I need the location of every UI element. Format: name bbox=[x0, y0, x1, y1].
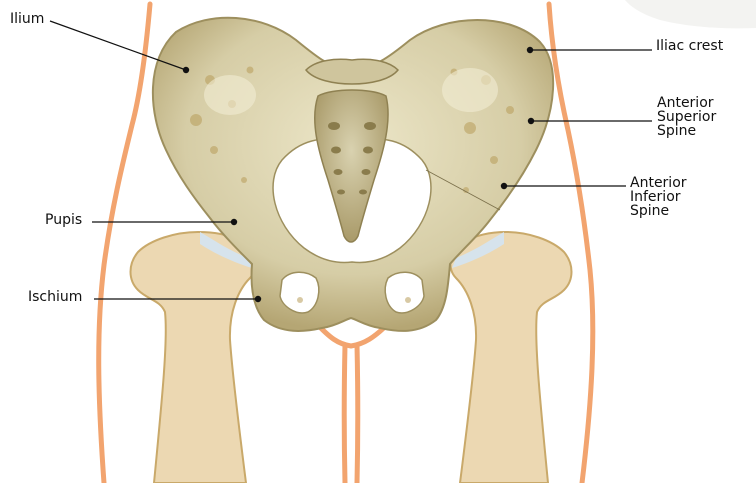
label-asis: Anterior Superior Spine bbox=[657, 96, 716, 138]
dot-asis bbox=[528, 118, 534, 124]
body-outline-right bbox=[549, 4, 593, 483]
label-aiis: Anterior Inferior Spine bbox=[630, 176, 687, 218]
obturator-foramen-left bbox=[280, 272, 319, 313]
inner-leg-outline-right bbox=[357, 345, 358, 483]
femur-left bbox=[131, 232, 256, 483]
dot-aiis bbox=[501, 183, 507, 189]
label-asis-line-2: Superior bbox=[657, 110, 716, 124]
dot-iliac-crest bbox=[527, 47, 533, 53]
background-bone-fragment bbox=[625, 0, 756, 28]
label-aiis-line-3: Spine bbox=[630, 204, 687, 218]
body-outline-left bbox=[99, 4, 150, 483]
dot-ilium bbox=[183, 67, 189, 73]
dot-pupis bbox=[231, 219, 237, 225]
label-iliac-crest: Iliac crest bbox=[656, 39, 723, 53]
obturator-foramen-right bbox=[385, 272, 424, 313]
inner-leg-outline-left bbox=[344, 345, 345, 483]
label-ischium: Ischium bbox=[28, 290, 82, 304]
label-asis-line-1: Anterior bbox=[657, 96, 716, 110]
femur-right bbox=[450, 232, 571, 483]
label-aiis-line-1: Anterior bbox=[630, 176, 687, 190]
dot-ischium bbox=[255, 296, 261, 302]
label-pupis: Pupis bbox=[45, 213, 82, 227]
label-aiis-line-2: Inferior bbox=[630, 190, 687, 204]
label-ilium: Ilium bbox=[10, 12, 44, 26]
label-asis-line-3: Spine bbox=[657, 124, 716, 138]
